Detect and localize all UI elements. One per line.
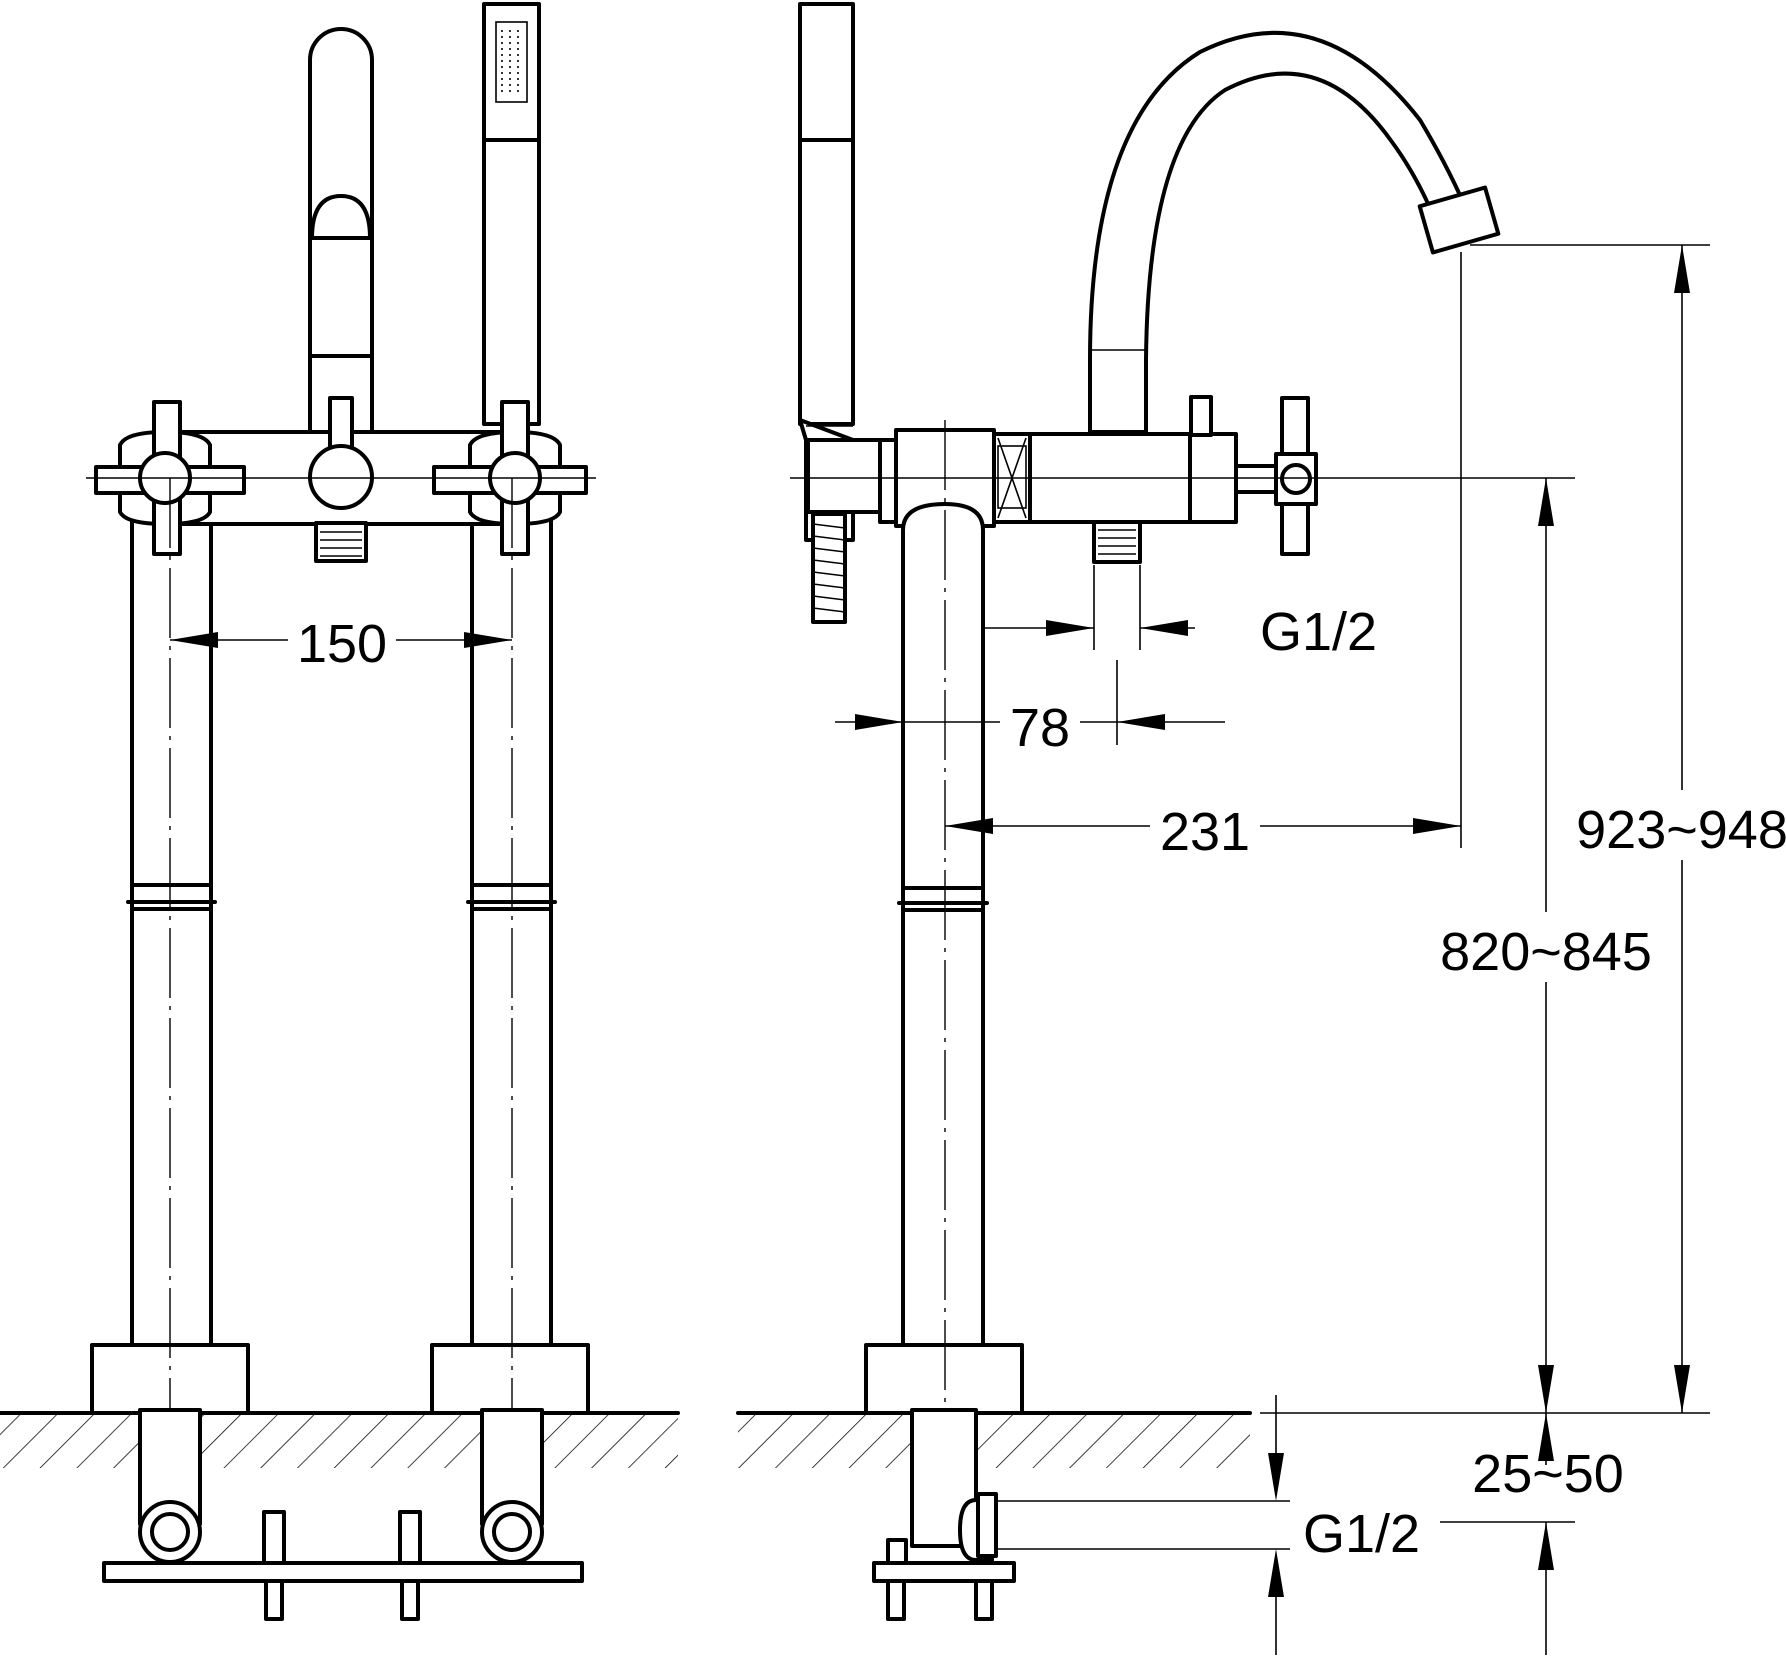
dim-overall-height: 923~948 — [1576, 800, 1786, 860]
supply-elbows — [102, 1408, 584, 1621]
dimension-outlet-thread: G1/2 — [983, 565, 1377, 662]
dim-supply-thread: G1/2 — [1303, 1504, 1420, 1564]
dim-inlet-spacing: 150 — [297, 614, 387, 674]
spout-side — [1088, 30, 1501, 434]
dim-mixer-offset: 78 — [1010, 698, 1070, 758]
dimension-supply-thread: G1/2 — [996, 1395, 1420, 1655]
side-pillar — [864, 502, 1024, 1415]
faucet-side-view — [790, 2, 1575, 1621]
spout-front — [308, 27, 374, 438]
dimension-150: 150 — [170, 600, 512, 674]
cross-handle-side-icon[interactable] — [1234, 396, 1318, 556]
dim-body-height: 820~845 — [1440, 922, 1652, 982]
dimension-231: 231 — [945, 252, 1462, 862]
dim-floor-depth: 25~50 — [1472, 1444, 1624, 1504]
dimension-body-height: 820~845 — [1440, 478, 1655, 1413]
dimension-floor-depth: 25~50 — [1440, 1413, 1624, 1655]
dim-spout-reach: 231 — [1160, 802, 1250, 862]
hand-shower-side — [798, 2, 890, 542]
dim-outlet-thread: G1/2 — [1260, 602, 1377, 662]
right-pillar — [430, 518, 590, 1415]
shower-hose — [811, 512, 847, 624]
hand-shower — [482, 2, 541, 426]
floor-icon — [0, 1411, 1252, 1468]
dimension-78: 78 — [835, 660, 1225, 760]
dimension-overall-height: 923~948 — [1260, 244, 1786, 1414]
side-supply — [872, 1408, 1016, 1621]
faucet-front-view — [86, 2, 596, 1621]
